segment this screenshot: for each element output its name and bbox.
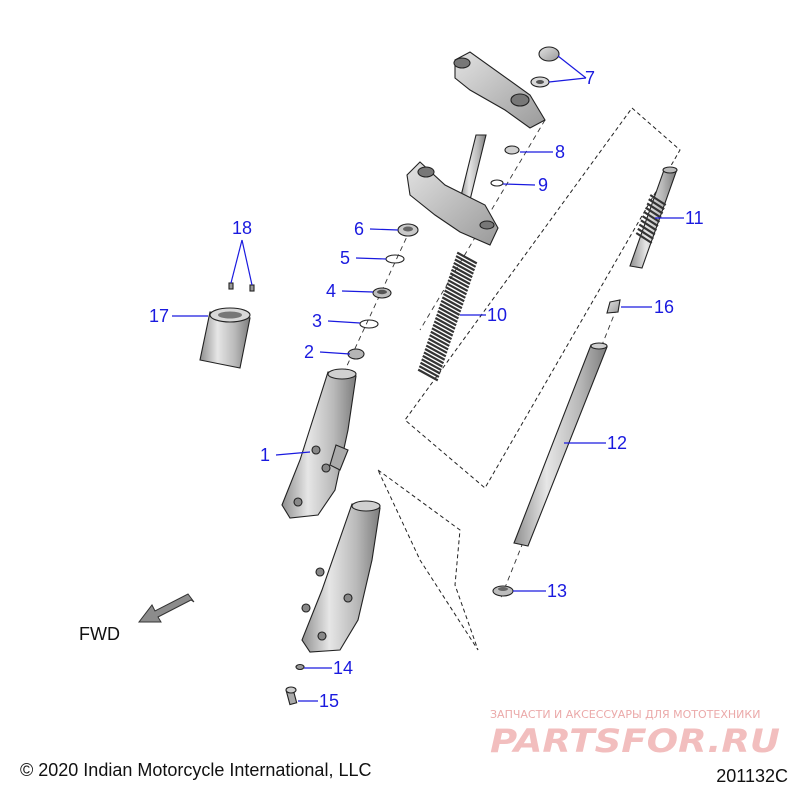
callout-18: 18 xyxy=(230,218,253,286)
part-piston-16 xyxy=(606,299,621,314)
callout-14: 14 xyxy=(304,658,353,678)
fork-axis-left xyxy=(344,229,411,371)
svg-text:5: 5 xyxy=(340,248,350,268)
forward-arrow-icon xyxy=(137,593,195,623)
svg-text:17: 17 xyxy=(149,306,169,326)
callout-9: 9 xyxy=(502,175,548,195)
part-seal-6 xyxy=(397,223,419,237)
svg-text:10: 10 xyxy=(487,305,507,325)
svg-text:13: 13 xyxy=(547,581,567,601)
part-bushing-13 xyxy=(492,585,514,597)
assembly-outline-right xyxy=(404,107,681,489)
part-clip-5 xyxy=(385,254,405,264)
svg-text:11: 11 xyxy=(685,208,704,228)
part-upper-triple-clamp xyxy=(453,51,546,129)
callout-1: 1 xyxy=(260,445,311,465)
diagram-code: 201132C xyxy=(716,766,788,786)
part-bushing-2 xyxy=(347,348,365,360)
copyright-notice: © 2020 Indian Motorcycle International, … xyxy=(20,760,372,780)
svg-text:8: 8 xyxy=(555,142,565,162)
callout-10: 10 xyxy=(460,305,507,325)
callout-17: 17 xyxy=(149,306,208,326)
part-washer-14 xyxy=(295,663,305,671)
svg-text:9: 9 xyxy=(538,175,548,195)
part-fork-slider-1b xyxy=(301,500,381,653)
svg-text:14: 14 xyxy=(333,658,353,678)
part-screws-18 xyxy=(228,282,255,292)
part-oring xyxy=(490,179,504,187)
callout-16: 16 xyxy=(621,297,674,317)
part-fork-spring-10 xyxy=(417,251,478,382)
svg-text:18: 18 xyxy=(232,218,252,238)
forward-direction-indicator: FWD xyxy=(79,593,195,644)
svg-text:15: 15 xyxy=(319,691,339,711)
part-bolt-15 xyxy=(285,686,298,706)
svg-text:6: 6 xyxy=(354,219,364,239)
svg-text:7: 7 xyxy=(585,68,595,88)
svg-text:4: 4 xyxy=(326,281,336,301)
callout-6: 6 xyxy=(354,219,399,239)
callout-8: 8 xyxy=(520,142,565,162)
svg-text:PARTSFOR.RU: PARTSFOR.RU xyxy=(490,722,780,760)
part-fork-slider-1 xyxy=(281,368,357,519)
svg-text:1: 1 xyxy=(260,445,270,465)
svg-text:FWD: FWD xyxy=(79,624,120,644)
part-cover-17 xyxy=(199,307,251,369)
svg-text:12: 12 xyxy=(607,433,627,453)
svg-text:2: 2 xyxy=(304,342,314,362)
part-spacer xyxy=(504,145,520,155)
callout-15: 15 xyxy=(298,691,339,711)
callout-11: 11 xyxy=(655,208,704,228)
svg-text:3: 3 xyxy=(312,311,322,331)
assembly-outline-left xyxy=(377,469,479,651)
callout-13: 13 xyxy=(513,581,567,601)
callout-5: 5 xyxy=(340,248,387,268)
part-washer-3 xyxy=(359,319,379,329)
watermark: ЗАПЧАСТИ И АКСЕССУАРЫ ДЛЯ МОТОТЕХНИКИ PA… xyxy=(490,708,780,760)
callout-3: 3 xyxy=(312,311,361,331)
svg-text:16: 16 xyxy=(654,297,674,317)
part-lower-triple-clamp xyxy=(406,134,499,246)
part-seal-4 xyxy=(372,287,392,299)
callout-7: 7 xyxy=(548,55,595,88)
part-top-nut-and-washer xyxy=(530,46,560,88)
steering-axis xyxy=(419,119,546,331)
callout-4: 4 xyxy=(326,281,374,301)
part-fork-tube-12 xyxy=(513,342,608,547)
part-damper-rod-11 xyxy=(629,166,678,269)
callout-2: 2 xyxy=(304,342,351,362)
svg-text:ЗАПЧАСТИ И АКСЕССУАРЫ ДЛЯ МОТО: ЗАПЧАСТИ И АКСЕССУАРЫ ДЛЯ МОТОТЕХНИКИ xyxy=(490,708,760,721)
callout-12: 12 xyxy=(564,433,627,453)
